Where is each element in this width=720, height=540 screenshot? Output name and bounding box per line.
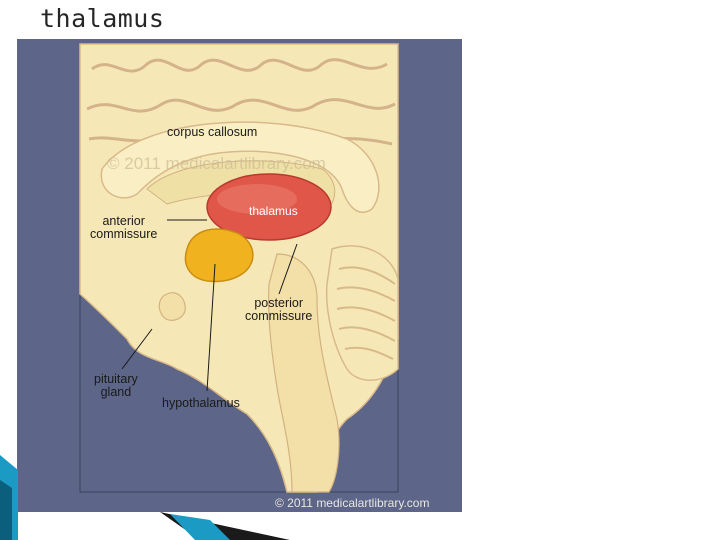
corpus-callosum-shape (100, 121, 380, 213)
brainstem-shape (267, 253, 340, 493)
label-posterior-commissure: posterior commissure (245, 296, 313, 323)
label-pituitary-gland: pituitary gland (94, 372, 138, 399)
label-hypothalamus: hypothalamus (162, 396, 240, 410)
hypothalamus-shape (184, 228, 254, 283)
label-thalamus: thalamus (249, 204, 298, 218)
slide-title: thalamus (40, 4, 165, 33)
watermark-bottom: © 2011 medicalartlibrary.com (275, 496, 430, 510)
brain-diagram: © 2011 medicalartlibrary.com corpus call… (17, 39, 462, 512)
pituitary-shape (158, 292, 186, 321)
corner-decoration (0, 455, 290, 540)
watermark-top: © 2011 medicalartlibrary.com (107, 154, 326, 173)
label-corpus-callosum: corpus callosum (167, 125, 258, 139)
cerebellum-shape (325, 245, 399, 381)
brain-illustration (79, 43, 399, 493)
gyri-lines (86, 58, 396, 146)
label-anterior-commissure: anterior commissure (90, 214, 158, 241)
